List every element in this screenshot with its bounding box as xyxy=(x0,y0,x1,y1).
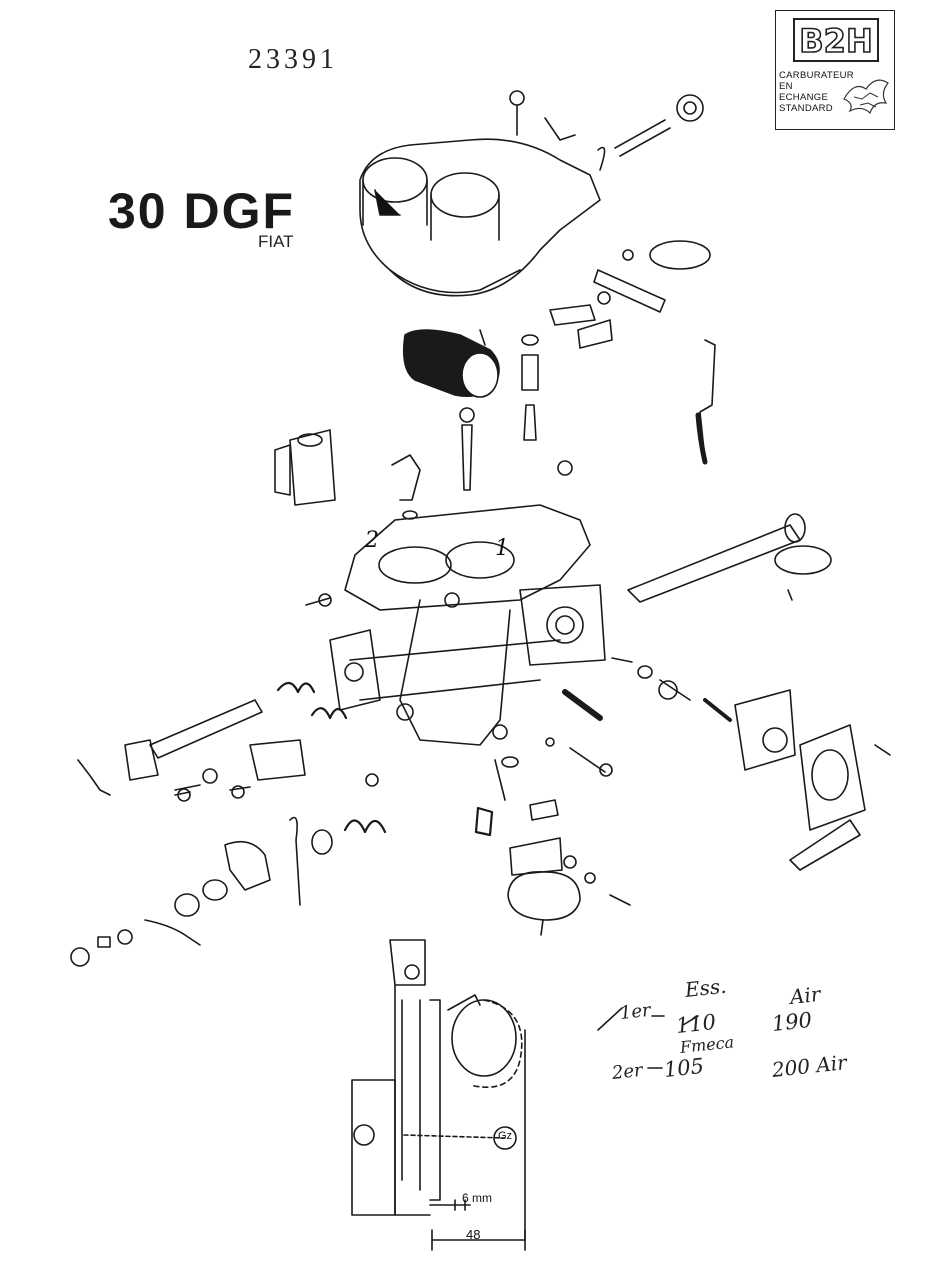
handwritten-row2-fuel: 105 xyxy=(662,1053,706,1082)
dimension-width-label: 48 xyxy=(466,1227,481,1242)
emulsion-tube-part xyxy=(274,429,336,506)
handwritten-fuel-header: Ess. xyxy=(683,973,728,1002)
logo-line-2: EN xyxy=(779,81,793,92)
part-mark-1: 1 xyxy=(495,536,509,561)
reference-number: 23391 xyxy=(248,44,338,75)
part-mark-2: 2 xyxy=(365,528,379,553)
left-linkage-parts xyxy=(70,699,379,967)
logo-mark-text: B2H xyxy=(799,22,872,60)
make-label: FIAT xyxy=(258,232,294,251)
logo-line-3: ECHANGE xyxy=(779,92,829,103)
choke-rod-part xyxy=(695,339,716,465)
handwritten-row2-label: 2er xyxy=(610,1059,644,1084)
handwritten-row1-air: 190 xyxy=(770,1007,814,1036)
b2h-logo-mark-icon: B2H xyxy=(793,18,879,62)
throttle-shaft-part xyxy=(627,513,832,603)
handwritten-air-header: Air xyxy=(788,981,822,1009)
handwritten-row1-label: 1er xyxy=(618,999,652,1024)
model-title: 30 DGF xyxy=(108,183,296,239)
screw-parts xyxy=(174,593,613,802)
dimension-gap-label: 6 mm xyxy=(462,1191,492,1205)
b2h-logo-stamp: B2H CARBURATEUR EN ECHANGE STANDARD xyxy=(775,10,895,130)
section-view-drawing xyxy=(351,939,526,1251)
spring-parts xyxy=(276,681,603,837)
top-small-parts xyxy=(509,90,711,349)
handwritten-marks xyxy=(597,1007,699,1069)
logo-line-4: STANDARD xyxy=(779,103,833,114)
top-cover-part xyxy=(359,138,601,297)
vacuum-capsule-part xyxy=(494,756,631,936)
gz-marker-label: Gz xyxy=(498,1130,513,1142)
pump-assembly-part xyxy=(611,657,891,871)
carburetor-body-part xyxy=(329,504,606,746)
logo-line-1: CARBURATEUR xyxy=(779,70,854,81)
float-part xyxy=(402,329,500,398)
eagle-emblem-icon xyxy=(843,79,889,115)
